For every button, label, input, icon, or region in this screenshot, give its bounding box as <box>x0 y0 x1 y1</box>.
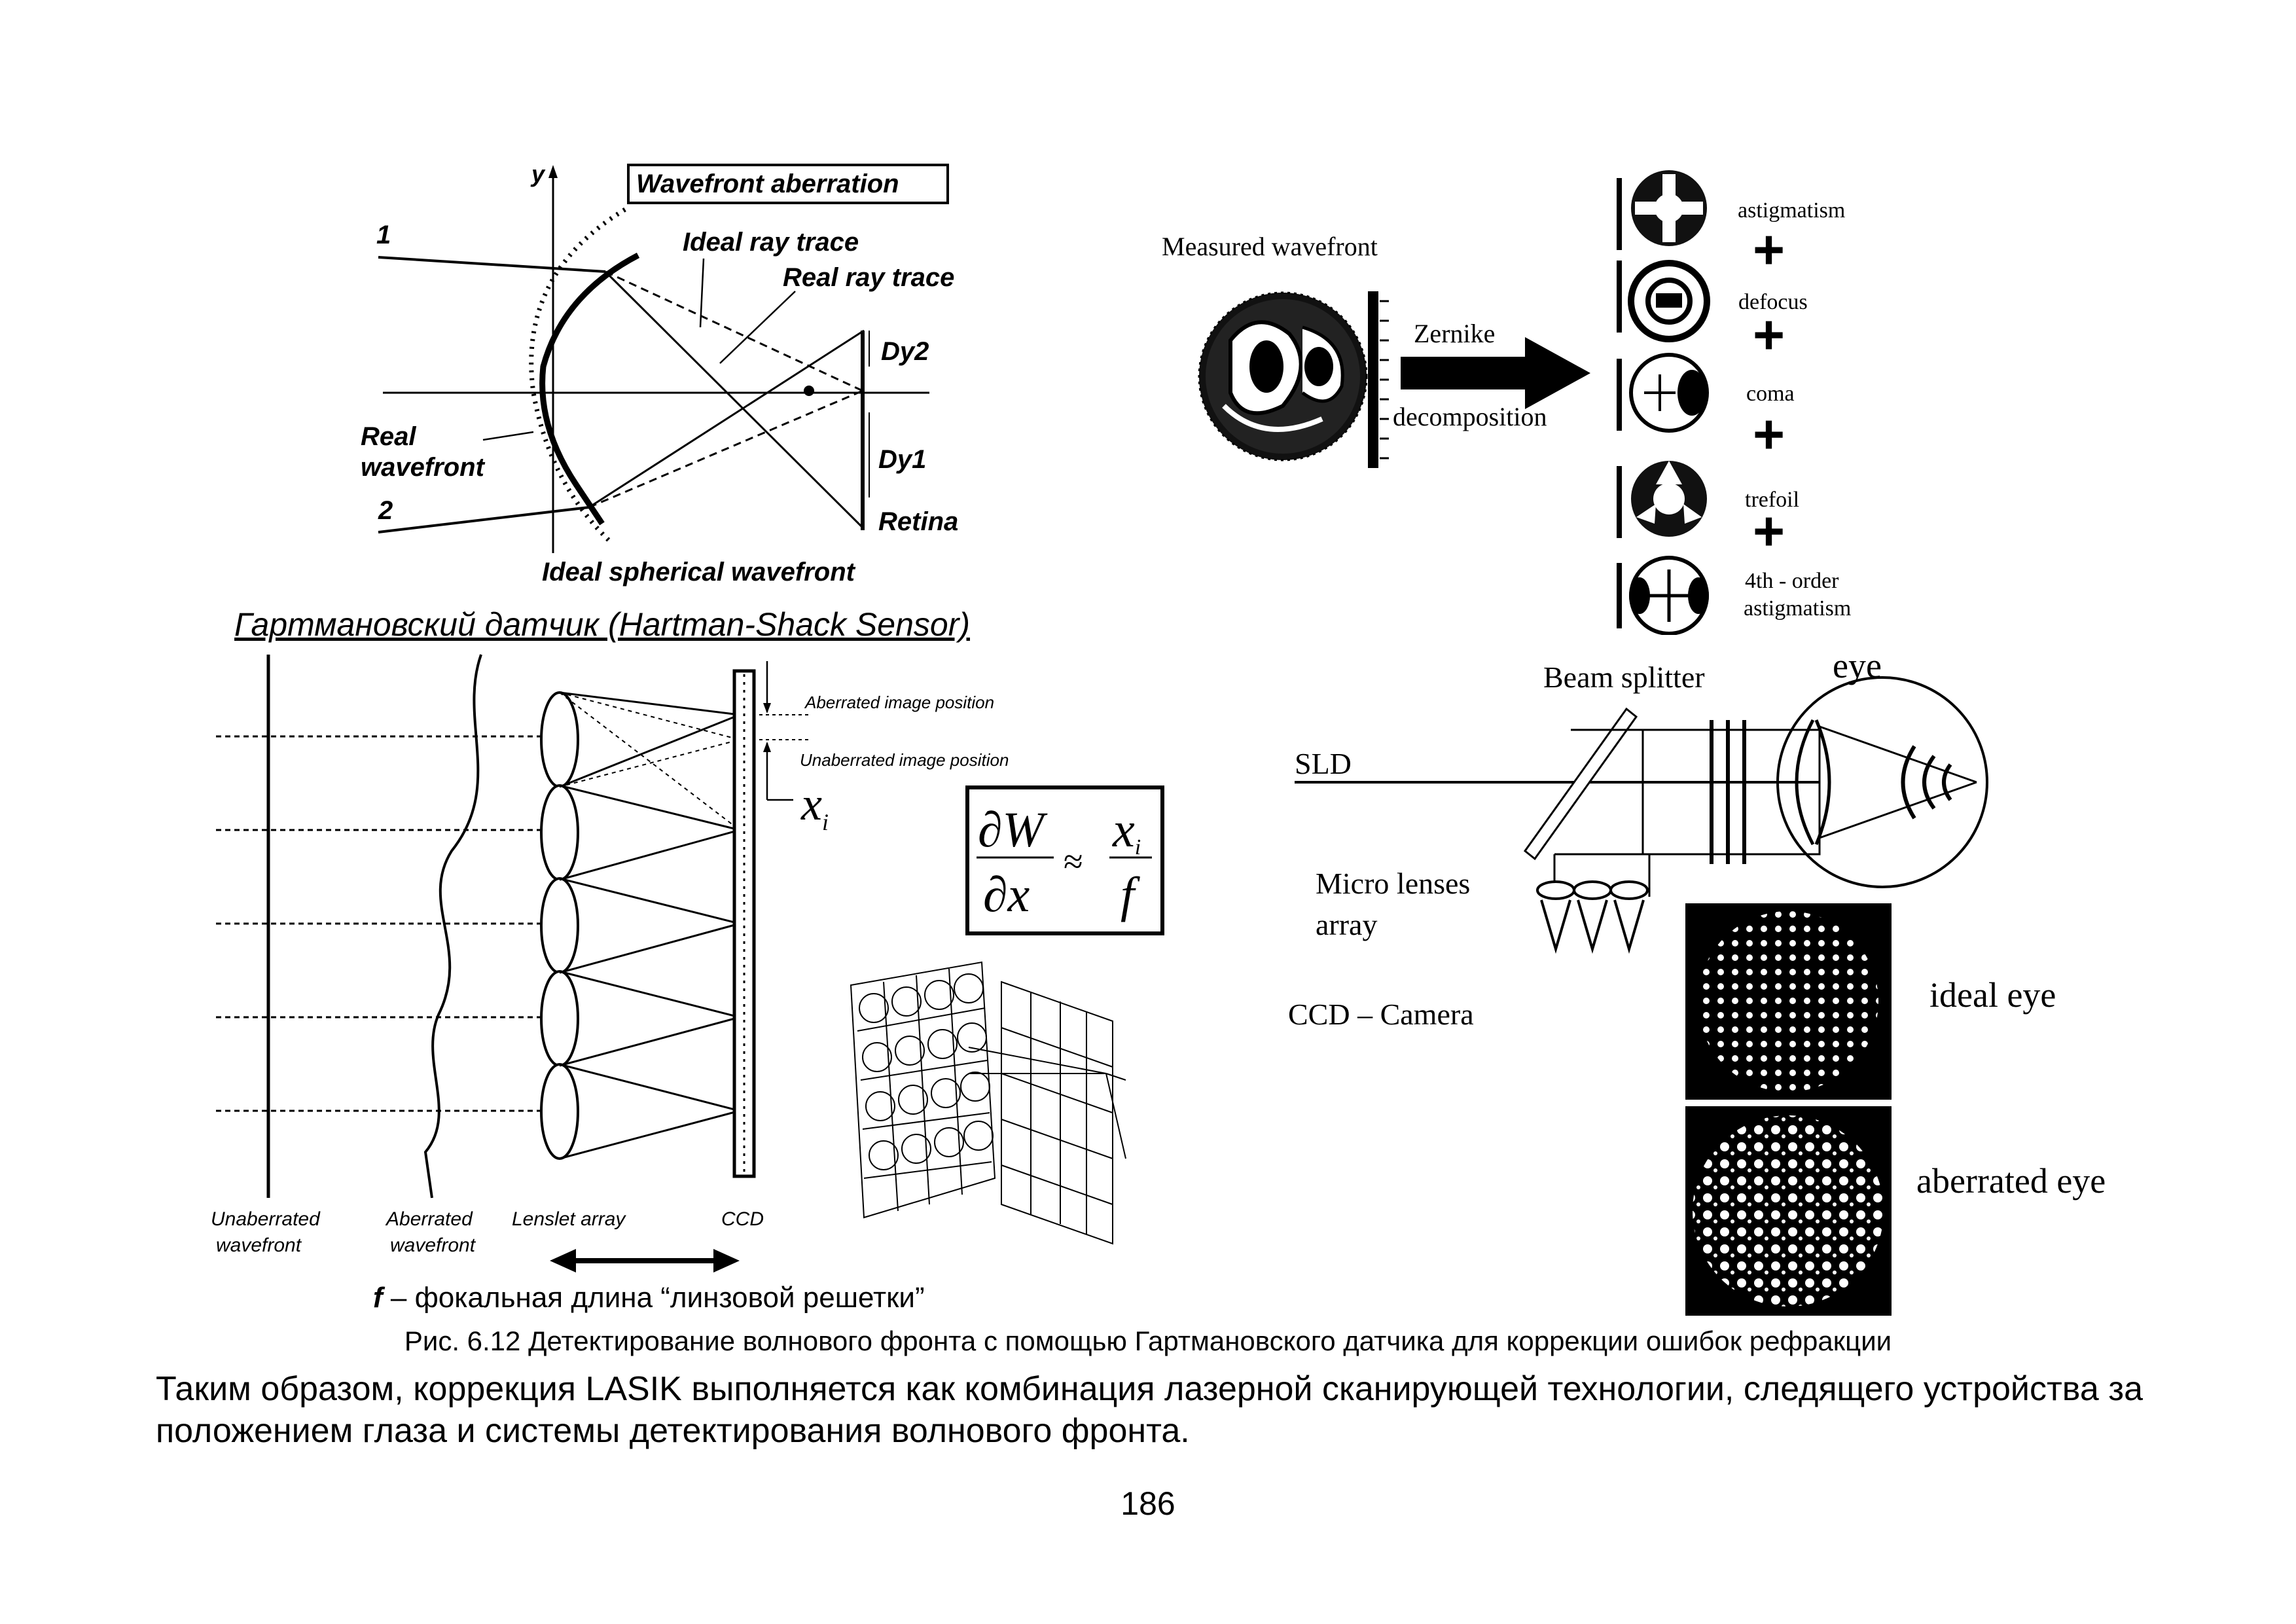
formula-right-numerator: xi <box>1112 803 1141 859</box>
mode-trefoil-label: trefoil <box>1745 488 1799 512</box>
aberrated-wavefront-label-line2: wavefront <box>390 1235 476 1256</box>
aberrated-image-position-label: Aberrated image position <box>804 693 994 712</box>
mode-astigmatism-label: astigmatism <box>1738 198 1845 223</box>
ray-1-label: 1 <box>376 221 391 249</box>
ccd-camera-label: CCD – Camera <box>1288 998 1474 1031</box>
page-number: 186 <box>1121 1485 1175 1522</box>
mode-4th-order-astigmatism-label: astigmatism <box>1744 596 1851 621</box>
ideal-eye-spot-pattern <box>1698 911 1878 1092</box>
aberrated-wavefront-label-line1: Aberrated <box>385 1208 473 1230</box>
ideal-ray-trace-label: Ideal ray trace <box>683 228 859 257</box>
figure-caption: Рис. 6.12 Детектирование волнового фронт… <box>404 1326 1892 1356</box>
unaberrated-image-position-label: Unaberrated image position <box>800 750 1009 770</box>
mode-defocus-label: defocus <box>1738 290 1808 314</box>
ccd-label: CCD <box>721 1208 764 1230</box>
plus-sign-2: + <box>1753 304 1785 365</box>
unaberrated-wavefront-label-line2: wavefront <box>216 1235 302 1256</box>
plus-sign-1: + <box>1753 219 1785 280</box>
plus-sign-4: + <box>1753 500 1785 562</box>
wavefront-aberration-diagram: y Wavefront aberration Ideal ray trace R… <box>361 160 958 586</box>
zernike-decomposition-diagram: Measured wavefront Zernike decomposition <box>1162 170 1851 635</box>
beam-splitter-label: Beam splitter <box>1543 660 1705 694</box>
mode-4th-order-label: 4th - order <box>1745 569 1839 593</box>
retina-label: Retina <box>878 507 958 536</box>
optical-setup-diagram: Beam splitter eye SLD Micro lenses array… <box>1288 646 2106 1316</box>
dy2-label: Dy2 <box>881 337 929 366</box>
formula-approx: ≈ <box>1064 842 1083 881</box>
sld-label: SLD <box>1295 747 1352 780</box>
measured-wavefront-label: Measured wavefront <box>1162 232 1378 261</box>
aberrated-eye-label: aberrated eye <box>1916 1161 2106 1200</box>
zernike-arrow-label: Zernike <box>1414 319 1495 348</box>
wavefront-aberration-label: Wavefront aberration <box>636 170 899 198</box>
ideal-eye-label: ideal eye <box>1929 975 2056 1015</box>
aberrated-eye-spot-pattern <box>1693 1115 1884 1307</box>
mode-coma-label: coma <box>1746 382 1795 406</box>
micro-lenses-label-line1: Micro lenses <box>1316 867 1470 900</box>
ray-2-label: 2 <box>378 496 393 525</box>
plus-sign-3: + <box>1753 403 1785 465</box>
zernike-mode-thumbnails <box>1617 170 1710 635</box>
micro-lenses-label-line2: array <box>1316 908 1377 941</box>
dy1-label: Dy1 <box>878 445 926 474</box>
ideal-spherical-wavefront-label: Ideal spherical wavefront <box>542 558 856 586</box>
real-wavefront-label-line2: wavefront <box>361 453 486 482</box>
lenslet-3d-sketch <box>850 961 1126 1245</box>
sensor-title: Гартмановский датчик (Hartman-Shack Sens… <box>234 606 970 643</box>
unaberrated-wavefront-label-line1: Unaberrated <box>211 1208 321 1230</box>
axis-y-label: y <box>530 160 546 187</box>
body-paragraph: Таким образом, коррекция LASIK выполняет… <box>156 1370 2143 1450</box>
decomposition-arrow-label: decomposition <box>1393 402 1547 431</box>
formula-denominator: ∂x <box>983 867 1030 922</box>
xi-label: xi <box>800 778 829 835</box>
formula-numerator: ∂W <box>978 803 1049 857</box>
lenslet-array-label: Lenslet array <box>512 1208 626 1230</box>
real-ray-trace-label: Real ray trace <box>783 263 954 292</box>
real-wavefront-label-line1: Real <box>361 422 416 451</box>
hartmann-shack-sensor-diagram: Aberrated image position Unaberrated ima… <box>211 654 1164 1314</box>
focal-length-note: f – фокальная длина “линзовой решетки” <box>373 1282 925 1314</box>
